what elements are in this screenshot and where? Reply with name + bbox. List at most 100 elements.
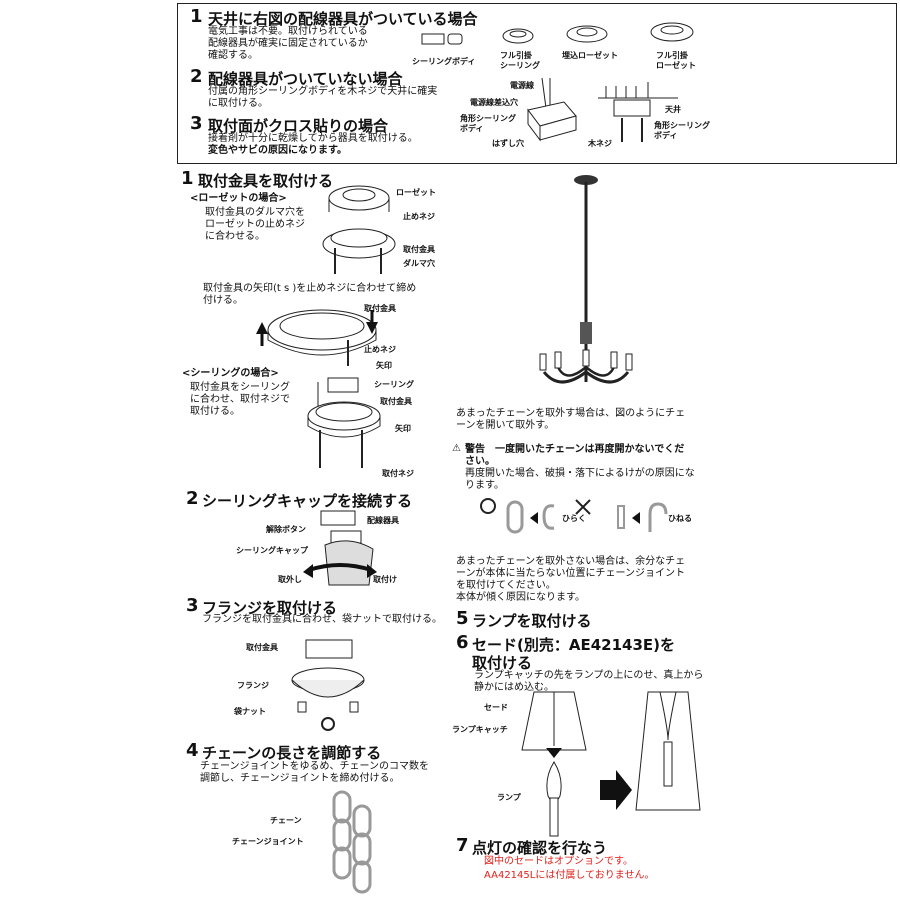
step1-arrow-line1: 取付金具の矢印(t s )を止めネジに合わせて締め	[203, 283, 417, 294]
joint-line1: あまったチェーンを取外さない場合は、余分なチェ	[456, 556, 686, 567]
step7-note-line1: 図中のセードはオプションです。	[484, 856, 633, 867]
top-s2-line1: 付属の角形シーリングボディを木ネジで天井に確実	[208, 86, 438, 97]
label-arrow-b: 矢印	[376, 361, 392, 370]
label-embedded-rosette: 埋込ローゼット	[562, 51, 618, 60]
label-chain: チェーン	[270, 816, 302, 825]
step3-title: フランジを取付ける	[202, 599, 338, 617]
label-shade: セード	[484, 703, 508, 712]
top-s3-num: 3	[190, 113, 203, 134]
step7-title: 点灯の確認を行なう	[472, 839, 608, 857]
label-power-line: 電源線	[510, 81, 534, 90]
step1-rosette-line1: 取付金具のダルマ穴を	[205, 207, 305, 218]
joint-line3: を取付けてください。	[456, 580, 556, 591]
label-bracket-3: 取付金具	[246, 643, 278, 652]
label-square-body-r1: 角形シーリング	[654, 121, 710, 130]
ceiling-cap-illustration	[320, 510, 374, 586]
label-ceiling-c: シーリング	[374, 380, 414, 389]
flange-illustration	[291, 639, 365, 731]
step1-rosette-line3: に合わせる。	[205, 231, 265, 242]
step3-num: 3	[186, 595, 199, 616]
label-open: ひらく	[562, 514, 586, 523]
step1-ceiling-heading: <シーリングの場合>	[182, 368, 279, 379]
label-release-button: 解除ボタン	[266, 525, 306, 534]
warning-title-line2: さい。	[465, 456, 495, 467]
step1-ceiling-line1: 取付金具をシーリング	[190, 382, 290, 393]
ceiling-mount-illustration	[598, 82, 678, 142]
label-stop-screw-a: 止めネジ	[403, 212, 435, 221]
rotate-arrow-icon	[303, 563, 377, 578]
chain-remove-line1: あまったチェーンを取外す場合は、図のようにチェ	[456, 408, 686, 419]
step6-title1: セード(別売：AE42143E)を	[472, 636, 675, 654]
warning-text-line2: ります。	[465, 480, 504, 491]
step1-arrow-line2: 付ける。	[203, 295, 243, 306]
label-cap-nut: 袋ナット	[234, 707, 266, 716]
step3-text: フランジを取付金具に合わせ、袋ナットで取付ける。	[202, 614, 442, 625]
label-square-body-1: 角形シーリング	[460, 114, 516, 123]
step2-num: 2	[186, 488, 199, 509]
label-bracket-c: 取付金具	[380, 397, 412, 406]
label-flange: フランジ	[237, 681, 269, 690]
label-wood-screw: 木ネジ	[588, 139, 612, 148]
step2-title: シーリングキャップを接続する	[202, 492, 413, 510]
chain-illustration	[332, 790, 372, 894]
label-square-body-r2: ボディ	[654, 131, 678, 140]
step6-line2: 静かにはめ込む。	[474, 682, 554, 693]
label-attach: 取付け	[373, 575, 397, 584]
label-wiring-device: 配線器具	[367, 516, 399, 525]
step1-title: 取付金具を取付ける	[198, 172, 334, 190]
top-s3-line1: 接着剤が十分に乾燥してから器具を取付ける。	[208, 133, 418, 144]
top-s1-line1: 電気工事は不要。取付けられている	[208, 26, 368, 37]
top-s1-line2: 配線器具が確実に固定されているか	[208, 38, 368, 49]
step7-num: 7	[456, 835, 469, 856]
ceiling-bracket-illustration	[307, 377, 381, 468]
step5-num: 5	[456, 608, 469, 629]
top-s2-num: 2	[190, 66, 203, 87]
label-daruma-hole: ダルマ穴	[403, 259, 435, 268]
top-s2-line2: に取付ける。	[208, 98, 268, 109]
label-bracket-a: 取付金具	[403, 245, 435, 254]
label-bracket-b: 取付金具	[364, 304, 396, 313]
label-chain-joint: チェーンジョイント	[232, 837, 304, 846]
label-ceiling-cap: シーリングキャップ	[236, 546, 308, 555]
ceiling-body-illustration	[421, 33, 463, 45]
label-square-body-2: ボディ	[460, 124, 484, 133]
label-ceiling-body: シーリングボディ	[412, 57, 476, 66]
full-hook-rosette-illustration	[650, 22, 694, 42]
top-section-box	[177, 3, 897, 164]
top-s2-title: 配線器具がついていない場合	[208, 70, 403, 88]
step6-num: 6	[456, 632, 469, 653]
warning-title-line1: 警告 一度開いたチェーンは再度開かないでくだ	[465, 444, 685, 455]
embedded-rosette-illustration	[566, 25, 608, 43]
step1-num: 1	[181, 168, 194, 189]
warning-text-line1: 再度開いた場合、破損・落下によるけがの原因にな	[465, 468, 695, 479]
top-s3-line2: 変色やサビの原因になります。	[208, 145, 347, 156]
label-remove: 取外し	[278, 575, 302, 584]
step6-title2: 取付ける	[472, 654, 533, 672]
chain-open-diagram	[480, 498, 668, 534]
step4-line1: チェーンジョイントをゆるめ、チェーンのコマ数を	[200, 761, 429, 772]
full-hook-ceiling-illustration	[502, 28, 534, 44]
label-lamp-catch: ランプキャッチ	[452, 725, 508, 734]
label-full-hook-ceiling-2: シーリング	[500, 61, 540, 70]
step1-rosette-line2: ローゼットの止めネジ	[205, 219, 305, 230]
label-release-hole: はずし穴	[492, 139, 524, 148]
step4-num: 4	[186, 740, 199, 761]
step4-line2: 調節し、チェーンジョイントを締め付ける。	[200, 773, 400, 784]
step6-line1: ランプキャッチの先をランプの上にのせ、真上から	[474, 670, 704, 681]
step5-title: ランプを取付ける	[472, 612, 592, 630]
label-lamp: ランプ	[497, 793, 521, 802]
label-full-hook-rosette-2: ローゼット	[656, 61, 696, 70]
chandelier-illustration	[539, 175, 633, 384]
step7-note-line2: AA42145Lには付属しておりません。	[484, 870, 655, 881]
chain-remove-line2: ーンを開いて取外す。	[456, 420, 555, 431]
warning-icon: ⚠	[452, 443, 461, 454]
rosette-bracket-illustration	[322, 185, 396, 274]
joint-line4: 本体が傾く原因になります。	[456, 592, 585, 603]
step1-ceiling-line3: 取付ける。	[190, 406, 240, 417]
joint-line2: ーンが本体に当たらない位置にチェーンジョイント	[456, 568, 685, 579]
top-s1-line3: 確認する。	[208, 50, 258, 61]
label-twist: ひねる	[668, 514, 692, 523]
label-mount-screw: 取付ネジ	[382, 469, 414, 478]
square-ceiling-body-wiring-illustration	[527, 77, 577, 142]
step1-ceiling-line2: に合わせ、取付ネジで	[190, 394, 290, 405]
